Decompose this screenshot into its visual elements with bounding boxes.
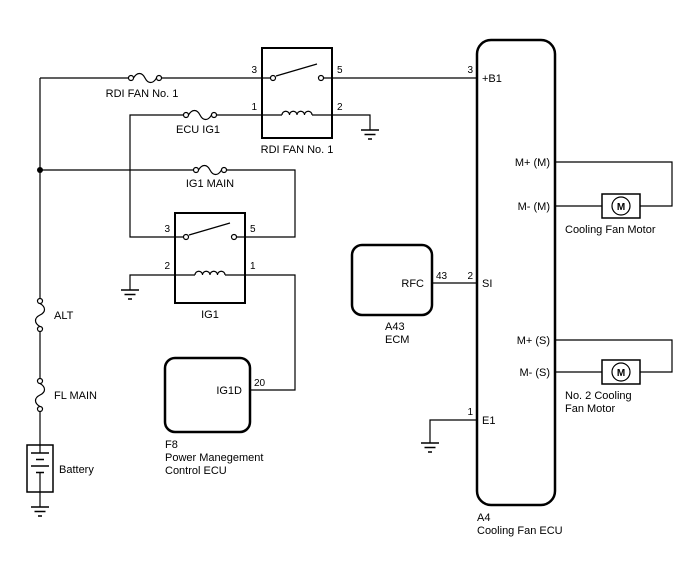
relay-ig1-pin-5: 5 — [250, 224, 256, 235]
relay-rdi-pin-3: 3 — [251, 65, 257, 76]
f8-box — [163, 356, 252, 434]
relay-ig1-label: IG1 — [201, 309, 219, 321]
fan-ecu-pin-si-num: 2 — [467, 271, 473, 282]
relay-switch-icon — [175, 222, 245, 241]
ground-icon-ig1-coil — [120, 289, 140, 300]
battery-icon — [31, 445, 49, 492]
fan-ecu-pin-b1-num: 3 — [467, 65, 473, 76]
f8-pin-20: 20 — [254, 378, 266, 389]
fuse-ig1-main-label: IG1 MAIN — [186, 178, 234, 190]
cooling-fan-motor: M Cooling Fan Motor — [565, 193, 656, 236]
motor1-label: Cooling Fan Motor — [565, 224, 656, 236]
ground-icon-battery — [30, 506, 50, 517]
fan-ecu-box — [475, 38, 557, 507]
motor2-letter: M — [617, 368, 625, 379]
battery: Battery — [26, 444, 94, 493]
wire-ig1-main — [40, 169, 296, 238]
f8-terminal-ig1d: IG1D — [216, 385, 242, 397]
wire-motor1 — [555, 161, 673, 207]
no2-cooling-fan-motor: M No. 2 Cooling Fan Motor — [565, 359, 641, 415]
fan-ecu-terminal-mp-m: M+ (M) — [515, 157, 550, 169]
ecm-code: A43 — [385, 321, 405, 333]
relay-rdi-fan-no1: 3 5 1 2 RDI FAN No. 1 — [251, 47, 343, 156]
wire-ig1-relay-to-f8 — [245, 274, 296, 391]
wire-e1-ground — [429, 419, 477, 443]
f8-power-management-ecu: IG1D 20 F8 Power Manegement Control ECU — [163, 356, 266, 477]
motor2-label-line2: Fan Motor — [565, 403, 615, 415]
ecm-name: ECM — [385, 334, 409, 346]
relay-ig1-box — [174, 212, 246, 304]
relay-coil-icon — [175, 270, 245, 276]
relay-rdi-fan-no1-box — [261, 47, 333, 139]
f8-code: F8 — [165, 439, 178, 451]
wire-ig1-coil-ground — [129, 274, 175, 290]
a4-cooling-fan-ecu: +B1 3 SI 2 E1 1 M+ (M) M- (M) M+ (S) M- … — [467, 38, 563, 537]
fuse-ig1-main-icon: IG1 MAIN — [186, 164, 234, 190]
wire-rdi-coil-ground — [332, 114, 371, 130]
fan-ecu-pin-e1-num: 1 — [467, 407, 473, 418]
fuse-ecu-ig1-icon: ECU IG1 — [176, 109, 220, 136]
ecm-terminal-rfc: RFC — [401, 278, 424, 290]
fan-ecu-name: Cooling Fan ECU — [477, 525, 563, 537]
f8-name-line2: Control ECU — [165, 465, 227, 477]
wire-ecu-ig1 — [129, 114, 262, 238]
relay-ig1-pin-1: 1 — [250, 261, 256, 272]
wire-motor2 — [555, 339, 673, 373]
motor-icon — [611, 196, 631, 216]
fuse-fl-main-label: FL MAIN — [54, 390, 97, 402]
a43-ecm: RFC 43 A43 ECM — [350, 243, 448, 346]
relay-rdi-pin-2: 2 — [337, 102, 343, 113]
motor1-letter: M — [617, 202, 625, 213]
f8-name-line1: Power Manegement — [165, 452, 263, 464]
relay-ig1-pin-3: 3 — [164, 224, 170, 235]
relay-ig1: 3 5 2 1 IG1 — [164, 212, 256, 321]
battery-label: Battery — [59, 464, 94, 476]
ecm-box — [350, 243, 434, 317]
relay-coil-icon — [262, 110, 332, 116]
motor-icon — [611, 362, 631, 382]
fuse-alt-label: ALT — [54, 310, 74, 322]
relay-rdi-pin-1: 1 — [251, 102, 257, 113]
fuse-ecu-ig1-label: ECU IG1 — [176, 124, 220, 136]
relay-rdi-fan-no1-label: RDI FAN No. 1 — [261, 144, 334, 156]
fan-ecu-terminal-e1: E1 — [482, 415, 495, 427]
fan-ecu-terminal-b1: +B1 — [482, 73, 502, 85]
fan-ecu-terminal-mp-s: M+ (S) — [517, 335, 550, 347]
junction-dot — [37, 167, 43, 173]
fan-ecu-code: A4 — [477, 512, 490, 524]
fan-ecu-terminal-mm-m: M- (M) — [518, 201, 550, 213]
motor2-label-line1: No. 2 Cooling — [565, 390, 632, 402]
fuse-fl-main-icon: FL MAIN — [34, 377, 97, 413]
fuse-alt-icon: ALT — [34, 297, 74, 333]
relay-switch-icon — [262, 63, 332, 82]
ground-icon-e1 — [420, 442, 440, 453]
fuse-rdi-fan-no1-icon: RDI FAN No. 1 — [106, 72, 179, 100]
ground-icon-rdi-coil — [360, 129, 380, 140]
ecm-pin-43: 43 — [436, 271, 448, 282]
fuse-rdi-fan-no1-label: RDI FAN No. 1 — [106, 88, 179, 100]
relay-ig1-pin-2: 2 — [164, 261, 170, 272]
relay-rdi-pin-5: 5 — [337, 65, 343, 76]
fan-ecu-terminal-si: SI — [482, 278, 492, 290]
fan-ecu-terminal-mm-s: M- (S) — [519, 367, 550, 379]
